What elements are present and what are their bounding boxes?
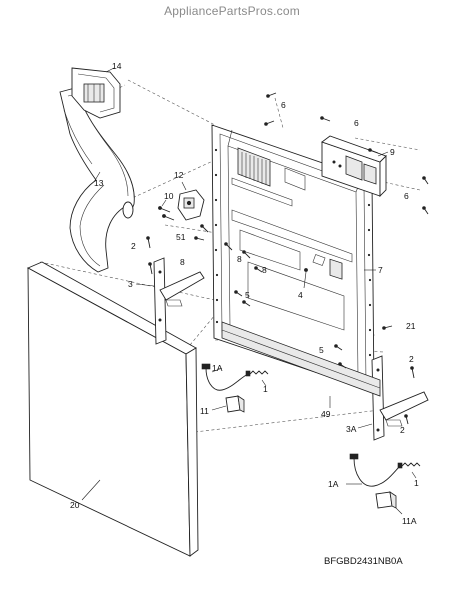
callout-1a: 1A xyxy=(212,363,223,373)
callout-10: 10 xyxy=(164,191,174,201)
spring-part-1-right[interactable] xyxy=(397,462,421,479)
callout-9: 9 xyxy=(390,147,395,157)
callout-6-mid: 6 xyxy=(354,118,359,128)
callout-51: 51 xyxy=(176,232,186,242)
watermark-text: AppliancePartsPros.com xyxy=(164,4,300,18)
callout-20: 20 xyxy=(70,500,80,510)
right-hinge-part-3a[interactable] xyxy=(357,355,429,441)
callout-8-a: 8 xyxy=(180,257,185,267)
callout-1: 1 xyxy=(263,384,268,394)
cable-bracket-part-11a[interactable] xyxy=(375,491,403,515)
callout-8-c: 8 xyxy=(262,265,267,275)
callout-49: 49 xyxy=(321,409,331,419)
control-module-part-9[interactable] xyxy=(321,135,389,280)
callout-5-a: 5 xyxy=(245,290,250,300)
callout-5-b: 5 xyxy=(319,345,324,355)
callout-4: 4 xyxy=(298,290,303,300)
vent-housing-part-14[interactable] xyxy=(71,67,121,119)
cable-bracket-part-11[interactable] xyxy=(211,395,245,413)
callout-labels: 14 13 6 6 9 6 12 10 51 2 8 8 8 3 5 4 7 2… xyxy=(70,61,419,526)
cable-part-1a[interactable] xyxy=(201,363,249,391)
screws-misc xyxy=(146,92,429,425)
callout-12: 12 xyxy=(174,170,184,180)
door-latch-part-12[interactable] xyxy=(177,181,205,221)
callout-2-right: 2 xyxy=(409,354,414,364)
outer-door-panel-part-20[interactable] xyxy=(26,261,199,557)
cable-part-1a-right[interactable] xyxy=(346,453,401,487)
callout-6-right: 6 xyxy=(404,191,409,201)
callout-1-low: 1 xyxy=(414,478,419,488)
callout-2-low: 2 xyxy=(400,425,405,435)
bottom-trim-part-49[interactable] xyxy=(221,321,381,408)
callout-14: 14 xyxy=(112,61,122,71)
callout-1a-low: 1A xyxy=(328,479,339,489)
callout-3: 3 xyxy=(128,279,133,289)
callout-6-top: 6 xyxy=(281,100,286,110)
diagram-code: BFGBD2431NB0A xyxy=(324,556,403,567)
callout-11a: 11A xyxy=(402,516,417,526)
callout-3a: 3A xyxy=(346,424,357,434)
callout-2-left: 2 xyxy=(131,241,136,251)
callout-7: 7 xyxy=(378,265,383,275)
callout-21: 21 xyxy=(406,321,416,331)
left-hinge-part-3[interactable] xyxy=(135,257,205,345)
spring-part-1[interactable] xyxy=(245,370,269,387)
callout-8-b: 8 xyxy=(237,254,242,264)
callout-13: 13 xyxy=(94,178,104,188)
callout-11: 11 xyxy=(200,406,209,416)
vent-duct-part-13[interactable] xyxy=(59,87,135,273)
screws-part-10[interactable] xyxy=(158,199,175,221)
